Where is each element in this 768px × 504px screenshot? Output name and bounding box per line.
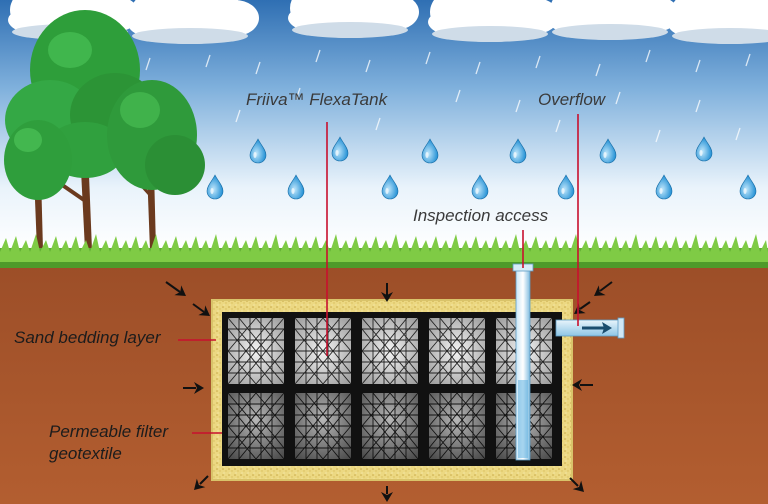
tank-cell bbox=[227, 317, 285, 385]
tree-icon bbox=[107, 80, 205, 250]
cloud-icon bbox=[548, 0, 679, 40]
pressure-arrow-icon bbox=[189, 475, 209, 495]
overflow-pipe bbox=[555, 317, 625, 339]
grass bbox=[0, 234, 768, 268]
cloud-icon bbox=[668, 0, 768, 44]
pressure-arrow-icon bbox=[570, 301, 591, 319]
tank-label: Friiva™ FlexaTank bbox=[246, 90, 388, 109]
overflow-label: Overflow bbox=[538, 90, 606, 109]
tank-cell bbox=[227, 392, 285, 460]
pressure-arrow-icon bbox=[183, 382, 204, 394]
cloud-icon bbox=[128, 0, 259, 44]
pressure-arrow-icon bbox=[192, 303, 214, 321]
sand-bedding-label: Sand bedding layer bbox=[14, 328, 161, 347]
tank-cell bbox=[361, 317, 419, 385]
pressure-arrow-icon bbox=[590, 281, 613, 301]
inspection-pipe bbox=[512, 263, 534, 461]
pressure-arrow-icon bbox=[381, 486, 393, 502]
rain-streaks bbox=[35, 49, 751, 143]
tank-cell bbox=[294, 392, 352, 460]
pressure-arrow-icon bbox=[381, 283, 393, 302]
tank-cell bbox=[428, 317, 486, 385]
geotextile-label-line2: geotextile bbox=[49, 444, 122, 463]
pressure-arrow-icon bbox=[572, 379, 593, 391]
tank-cell bbox=[361, 392, 419, 460]
cloud-icon bbox=[288, 0, 419, 38]
pressure-arrow-icon bbox=[165, 281, 190, 301]
geotextile-label-line1: Permeable filter bbox=[49, 422, 169, 441]
pressure-arrow-icon bbox=[569, 477, 589, 497]
cloud-icon bbox=[428, 0, 559, 42]
tree-icon bbox=[4, 120, 72, 250]
soil-pressure-arrows bbox=[165, 281, 613, 502]
tank-cell bbox=[294, 317, 352, 385]
tank-cell bbox=[428, 392, 486, 460]
inspection-access-label: Inspection access bbox=[413, 206, 549, 225]
flow-arrow-icon bbox=[582, 322, 612, 334]
leader-lines bbox=[178, 114, 579, 434]
